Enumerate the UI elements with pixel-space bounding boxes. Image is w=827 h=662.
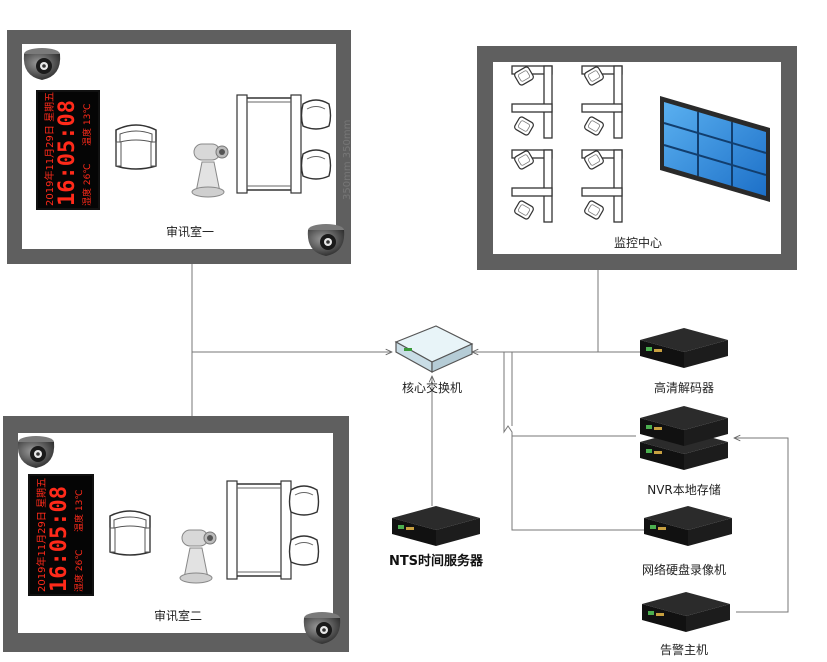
room-2-label: 审讯室二: [154, 608, 202, 623]
clock-date-text: 2019年11月29日 星期五: [43, 92, 56, 206]
stool-icon: [300, 149, 332, 180]
dimension-text: 350mm 350mm: [342, 120, 353, 200]
armchair-icon: [115, 124, 157, 170]
connection-lines: [191, 264, 789, 613]
led-clock-panel: 2019年11月29日 星期五 16:05:08 湿度 26℃ 温度 13℃: [36, 90, 100, 210]
clock-temp-text: 温度 13℃: [81, 104, 93, 146]
alarm-host-icon: [642, 592, 730, 632]
stool-icon: [288, 485, 320, 516]
recorder-link-line: [511, 436, 646, 531]
alarm-host-label: 告警主机: [660, 642, 708, 657]
monitor-center-label: 监控中心: [614, 235, 662, 250]
monitor-center: 监控中心: [477, 46, 797, 270]
clock-time-text: 16:05:08: [47, 486, 72, 592]
core-switch-label: 核心交换机: [402, 380, 462, 395]
hd-decoder-icon: [640, 328, 728, 368]
nts-server-icon: [392, 506, 480, 546]
stool-icon: [300, 99, 332, 130]
nts-server-label: NTS时间服务器: [389, 553, 484, 569]
room-1-label: 审讯室一: [166, 224, 214, 239]
clock-temp-text: 温度 13℃: [73, 490, 85, 532]
interrogation-room-1: 2019年11月29日 星期五 16:05:08 湿度 26℃ 温度 13℃ 3…: [7, 30, 353, 264]
clock-humidity-text: 湿度 26℃: [81, 164, 93, 206]
network-recorder-label: 网络硬盘录像机: [642, 562, 726, 577]
interrogation-room-2: 2019年11月29日 星期五 16:05:08 湿度 26℃ 温度 13℃ 审…: [3, 416, 349, 652]
alarm-to-nvr-line: [734, 438, 789, 613]
core-switch-icon: [394, 325, 474, 374]
interrogation-table: [226, 480, 292, 580]
hd-decoder-label: 高清解码器: [654, 380, 714, 395]
clock-time-text: 16:05:08: [55, 100, 80, 206]
interrogation-table: [236, 94, 302, 194]
clock-humidity-text: 湿度 26℃: [73, 550, 85, 592]
led-clock-panel: 2019年11月29日 星期五 16:05:08 湿度 26℃ 温度 13℃: [28, 474, 94, 596]
stool-icon: [288, 535, 320, 566]
network-recorder-icon: [644, 506, 732, 546]
armchair-icon: [109, 510, 151, 556]
nvr-link-line: [503, 352, 636, 437]
video-wall-icon: [660, 96, 770, 202]
nvr-storage-label: NVR本地存储: [647, 482, 721, 497]
nvr-storage-icon: [640, 406, 728, 470]
clock-date-text: 2019年11月29日 星期五: [35, 478, 48, 592]
